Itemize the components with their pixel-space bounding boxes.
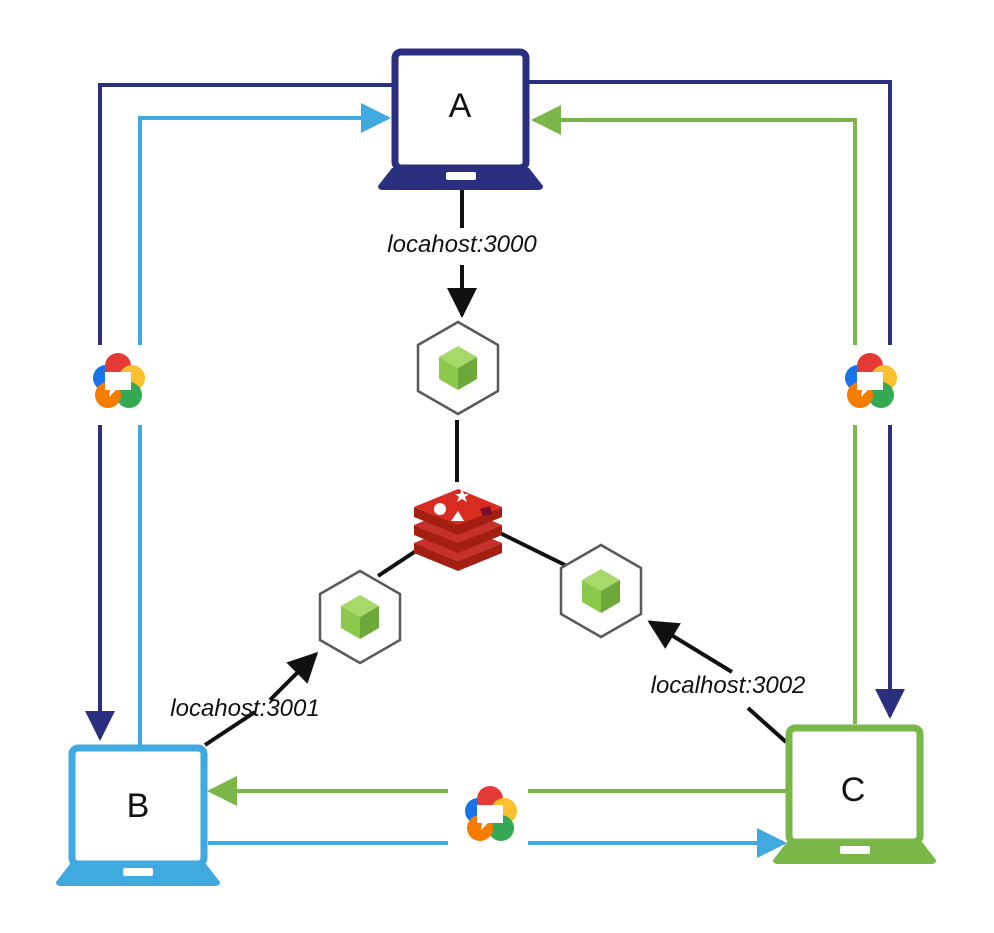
laptop-icon — [56, 744, 220, 886]
link-c-to-a-upper — [531, 105, 857, 345]
connector-b-server — [203, 710, 257, 747]
redis-icon — [414, 489, 502, 571]
laptop-icon — [773, 724, 936, 864]
nodejs-box-icon — [559, 543, 643, 639]
link-a-to-b-upper — [98, 83, 392, 345]
port-label-a: locahost:3000 — [387, 231, 537, 258]
connector-c-server — [746, 706, 788, 744]
webrtc-icon — [845, 353, 897, 408]
port-label-b: locahost:3001 — [170, 695, 319, 722]
connector-b-server-arrow — [268, 651, 319, 702]
webrtc-icon — [465, 786, 517, 841]
webrtc-icon — [93, 353, 145, 408]
laptop-a[interactable]: A — [378, 48, 543, 190]
nodejs-box-icon — [318, 569, 402, 665]
port-label-c: localhost:3002 — [651, 672, 806, 699]
link-b-to-a-upper — [138, 103, 391, 345]
nodejs-box-icon — [416, 320, 500, 416]
link-a-to-c-upper — [528, 80, 892, 345]
laptop-label-c: C — [841, 771, 866, 809]
laptop-label-b: B — [127, 787, 150, 825]
laptop-c[interactable]: C — [773, 724, 936, 864]
laptop-icon — [378, 48, 543, 190]
redis-link-c — [499, 531, 566, 567]
laptop-b[interactable]: B — [56, 744, 220, 886]
connector-c-server-arrow — [647, 620, 734, 674]
laptop-label-a: A — [449, 87, 472, 125]
